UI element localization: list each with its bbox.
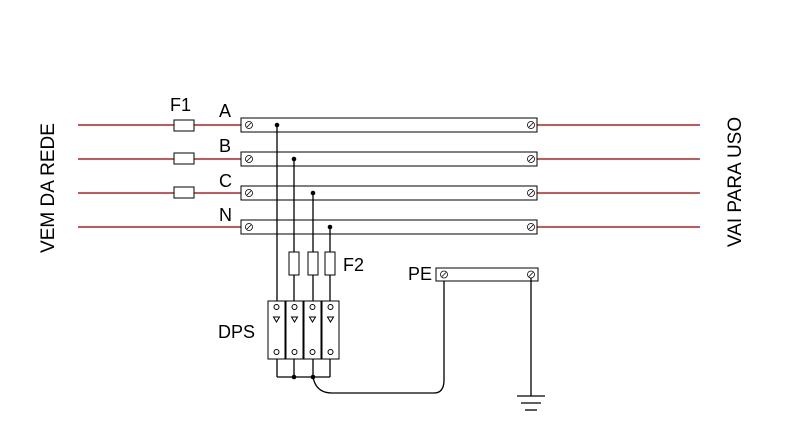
screw-icon [245, 223, 253, 231]
dps-taps [276, 125, 331, 301]
phase-b-label: B [219, 136, 231, 156]
pe-label: PE [408, 264, 432, 284]
junction-dot [310, 374, 316, 380]
f1-fuses [173, 119, 195, 199]
busbar-n [240, 219, 538, 235]
dps-module-c [303, 300, 322, 360]
right-label: VAI PARA USO [725, 117, 746, 247]
tap-junctions [274, 122, 333, 230]
fuse-f1-b [173, 152, 195, 165]
screw-icon [245, 189, 253, 197]
busbar-a [240, 117, 538, 133]
fuse-f1-a [173, 119, 195, 132]
ground-junctions [291, 374, 316, 380]
screw-icon [527, 155, 535, 163]
phase-n-label: N [219, 205, 232, 225]
fuse-f2-label: F2 [343, 255, 364, 275]
dps-module-a [267, 300, 286, 360]
screw-icon [245, 155, 253, 163]
phase-c-label: C [219, 171, 232, 191]
dps-module-n [321, 300, 340, 360]
phase-a-label: A [219, 101, 231, 121]
junction-dot [291, 156, 297, 162]
bus-bars [240, 117, 538, 235]
junction-dot [291, 374, 297, 380]
junction-dot [310, 190, 316, 196]
screw-icon [245, 121, 253, 129]
fuse-f1-c [173, 186, 195, 199]
junction-dot [327, 224, 333, 230]
busbar-c [240, 185, 538, 201]
screw-icon [527, 270, 535, 279]
pe-busbar [435, 267, 539, 282]
dps-modules [267, 300, 340, 360]
f2-fuses [288, 251, 336, 276]
supply-lines [78, 124, 700, 228]
fuse-f2-n [324, 251, 336, 276]
dps-ground-wiring [276, 275, 445, 394]
pe-screws [440, 270, 535, 279]
screw-icon [527, 223, 535, 231]
dps-to-pe-wire [312, 275, 445, 394]
fuse-f1-label: F1 [170, 95, 191, 115]
ground-icon [517, 395, 545, 411]
screw-icon [527, 121, 535, 129]
fuse-f2-c [307, 251, 319, 276]
fuse-f2-b [288, 251, 300, 276]
screw-icon [527, 189, 535, 197]
screw-icon [440, 270, 448, 279]
busbar-screws [245, 121, 535, 231]
dps-label: DPS [218, 322, 255, 342]
junction-dot [274, 122, 280, 128]
busbar-b [240, 151, 538, 167]
left-label: VEM DA REDE [38, 123, 59, 253]
dps-module-b [285, 300, 304, 360]
